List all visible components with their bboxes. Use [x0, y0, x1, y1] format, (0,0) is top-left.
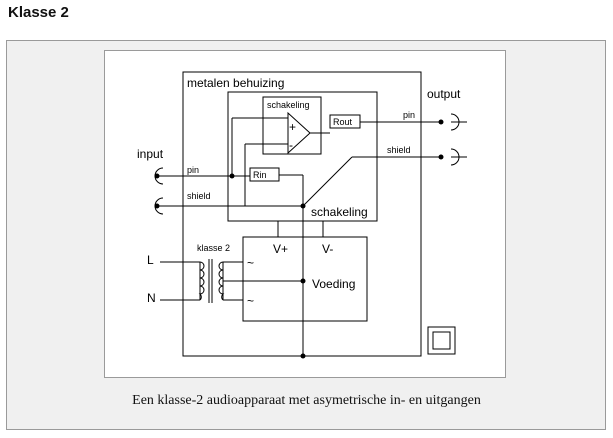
circuit-diagram: metalen behuizing schakeling schakeling …	[137, 71, 467, 359]
opamp-box-label: schakeling	[267, 100, 310, 110]
enclosure-label: metalen behuizing	[187, 76, 284, 90]
output-shield-dot	[438, 154, 444, 160]
metal-enclosure	[182, 71, 422, 357]
input-shield-dot	[154, 203, 160, 209]
supply-box	[242, 236, 368, 322]
ac-tilde-bottom: ~	[247, 294, 254, 308]
input-pin-dot	[154, 173, 160, 179]
opamp-symbol	[287, 111, 311, 155]
rout-label: Rout	[333, 117, 353, 127]
ac-tilde-top: ~	[247, 256, 254, 270]
junction-dot	[300, 278, 306, 284]
transformer-label: klasse 2	[197, 243, 230, 253]
input-shield-label: shield	[187, 191, 211, 201]
output-label: output	[427, 87, 461, 101]
line-label: L	[147, 253, 154, 267]
rin-label: Rin	[253, 170, 267, 180]
supply-label: Voeding	[312, 277, 355, 291]
output-pin-label: pin	[403, 110, 415, 120]
output-pin-dot	[438, 119, 444, 125]
figure-caption: Een klasse-2 audioapparaat met asymetris…	[132, 393, 481, 408]
junction-dot	[300, 353, 306, 359]
junction-dot	[229, 173, 235, 179]
circuit-label: schakeling	[311, 205, 368, 219]
primary-coil	[198, 261, 205, 301]
diagram-canvas: metalen behuizing schakeling schakeling …	[104, 50, 506, 378]
minus-label: -	[289, 138, 293, 152]
secondary-coil	[218, 261, 225, 301]
class2-symbol-outer	[427, 326, 456, 355]
input-pin-label: pin	[187, 165, 199, 175]
page-heading: Klasse 2	[8, 4, 69, 21]
junction-dot	[300, 203, 306, 209]
neutral-label: N	[147, 291, 156, 305]
vplus-label: V+	[273, 242, 288, 256]
plus-label: +	[289, 120, 296, 134]
opamp-box	[262, 96, 322, 155]
output-shield-label: shield	[387, 145, 411, 155]
vminus-label: V-	[322, 242, 333, 256]
class2-symbol-inner	[432, 331, 451, 350]
input-label: input	[137, 147, 164, 161]
